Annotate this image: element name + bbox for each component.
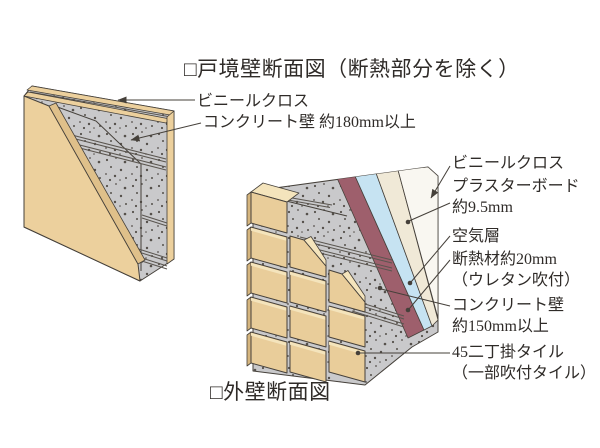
label-line: 断熱材約20mm [452,251,557,268]
leader-insulation [408,259,451,310]
leader-dot-tile [355,350,361,356]
tile [250,191,288,234]
label-line: プラスターボード [452,178,580,195]
label-line: （一部吹付タイル） [452,365,597,382]
label-plasterboard: プラスターボード 約9.5mm [452,176,580,218]
tile-column-right [328,269,366,383]
leader-concrete-right [380,288,451,307]
label-tile: 45二丁掛タイル （一部吹付タイル） [452,342,596,384]
leader-air-layer [410,235,451,283]
label-air-layer: 空気層 [452,226,500,247]
label-line: コンクリート壁 [452,297,565,314]
leader-dot-plasterboard [405,219,411,225]
vinyl-face-front [23,95,141,282]
label-vinyl-cloth-right: ビニールクロス [452,153,564,174]
leader-vinyl-cloth-right [430,165,451,199]
label-line: 空気層 [452,228,501,245]
leader-plasterboard [408,202,451,222]
label-line: （ウレタン吹付） [452,272,581,289]
tile-cut [289,235,327,278]
leader-dot-insulation [405,307,411,313]
vinyl-cut-edge [48,102,146,265]
leader-dot-concrete [377,285,383,291]
tile-column-middle [289,235,327,383]
leader-dot-air-layer [407,280,413,286]
label-insulation: 断熱材約20mm （ウレタン吹付） [452,249,580,291]
exterior-wall-drawing [246,165,451,386]
tile-column-left [246,182,300,374]
tile-cut [328,269,366,313]
label-vinyl-cloth-left: ビニールクロス [197,93,310,110]
partition-wall-title: □戸境壁断面図（断熱部分を除く） [184,57,520,81]
vinyl-edge-right [166,110,175,265]
label-concrete-wall-left: コンクリート壁 約180mm以上 [203,114,416,131]
label-line: ビニールクロス [452,155,565,172]
label-concrete-wall-right: コンクリート壁 約150mm以上 [452,295,564,337]
exterior-wall-title: □外壁断面図 [210,380,331,404]
label-line: 約150mm以上 [452,318,549,335]
leader-concrete-left [130,122,202,142]
partition-wall-drawing [23,85,202,282]
label-line: 約9.5mm [452,199,513,216]
label-line: 45二丁掛タイル [452,344,565,361]
